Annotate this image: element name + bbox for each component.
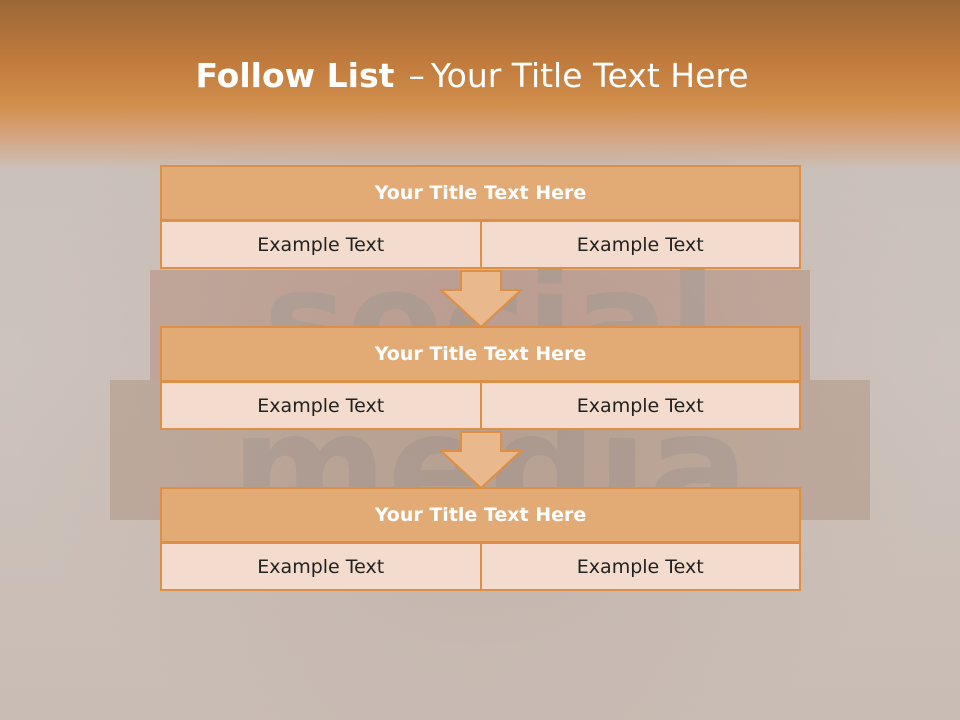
- block-heading[interactable]: Your Title Text Here: [160, 487, 801, 543]
- block-cell-right[interactable]: Example Text: [479, 542, 801, 591]
- down-arrow-icon: [439, 270, 523, 328]
- block-row: Example Text Example Text: [160, 220, 801, 269]
- title-bold: Follow List: [195, 56, 395, 95]
- down-arrow-icon: [439, 431, 523, 489]
- block-heading[interactable]: Your Title Text Here: [160, 165, 801, 221]
- block-row: Example Text Example Text: [160, 542, 801, 591]
- block-cell-left[interactable]: Example Text: [160, 220, 482, 269]
- block-cell-right[interactable]: Example Text: [479, 381, 801, 430]
- slide-title: Follow List–Your Title Text Here: [0, 52, 944, 100]
- list-block-2: Your Title Text Here Example Text Exampl…: [160, 326, 801, 430]
- block-row: Example Text Example Text: [160, 381, 801, 430]
- title-rest: Your Title Text Here: [430, 56, 749, 95]
- block-cell-right[interactable]: Example Text: [479, 220, 801, 269]
- title-dash: –: [408, 56, 425, 95]
- block-cell-left[interactable]: Example Text: [160, 542, 482, 591]
- block-heading[interactable]: Your Title Text Here: [160, 326, 801, 382]
- block-cell-left[interactable]: Example Text: [160, 381, 482, 430]
- list-block-3: Your Title Text Here Example Text Exampl…: [160, 487, 801, 591]
- list-block-1: Your Title Text Here Example Text Exampl…: [160, 165, 801, 269]
- header-band: [0, 0, 960, 170]
